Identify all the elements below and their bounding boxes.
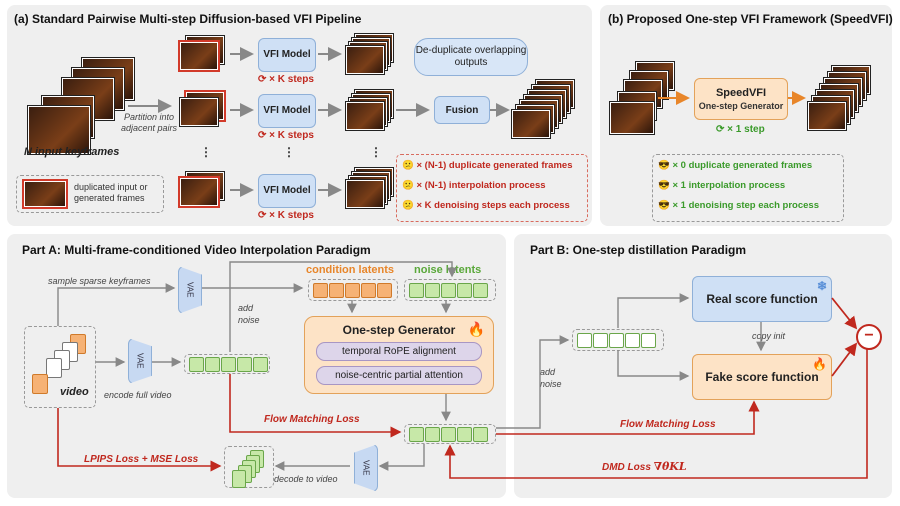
speedvfi-generator: SpeedVFI One-step Generator <box>694 78 788 120</box>
snowflake-icon: ❄ <box>816 279 827 293</box>
vae-decoder: VAE <box>354 444 378 492</box>
flow-matching-loss-a: Flow Matching Loss <box>264 414 360 425</box>
flame-icon-b: 🔥 <box>812 357 827 371</box>
one-step-generator: One-step Generator 🔥 temporal RoPE align… <box>304 316 494 394</box>
legend-frame <box>24 181 66 207</box>
rope-alignment: temporal RoPE alignment <box>316 342 482 361</box>
benefit-2: 😎 × 1 interpolation process <box>658 180 786 191</box>
partition-label: Partition into adjacent pairs <box>120 112 178 133</box>
decoded-video-box <box>224 446 274 488</box>
speedvfi-sub: One-step Generator <box>698 101 784 111</box>
speedvfi-name: SpeedVFI <box>715 87 767 99</box>
part-b-title: Part B: One-step distillation Paradigm <box>530 243 747 257</box>
one-step-label: ⟳ × 1 step <box>716 124 765 135</box>
legend-box <box>16 175 164 213</box>
vae-encoder-top: VAE <box>178 266 202 314</box>
refresh-icon: ⟳ <box>258 130 267 141</box>
benefits-box <box>652 154 844 222</box>
fusion-box: Fusion <box>434 96 490 124</box>
fake-score-function: Fake score function🔥 <box>692 354 832 400</box>
condition-latents-label: condition latents <box>306 264 394 276</box>
panel-a-title: (a) Standard Pairwise Multi-step Diffusi… <box>14 12 362 26</box>
refresh-icon: ⟳ <box>258 210 267 221</box>
benefit-1: 😎 × 0 duplicate generated frames <box>658 160 813 171</box>
vfi-model-1: VFI Model <box>258 38 316 72</box>
lpips-mse-loss: LPIPS Loss + MSE Loss <box>84 454 199 465</box>
part-a-title: Part A: Multi-frame-conditioned Video In… <box>22 243 371 257</box>
issue-2: 😕 × (N-1) interpolation process <box>402 180 546 191</box>
flow-matching-loss-b: Flow Matching Loss <box>620 419 716 430</box>
add-noise-label-a: add noise <box>238 303 260 325</box>
real-score-function: Real score function❄ <box>692 276 832 322</box>
refresh-icon: ⟳ <box>258 74 267 85</box>
issues-box <box>396 154 588 222</box>
video-label: video <box>60 386 89 398</box>
legend-label: duplicated input or generated frames <box>74 182 148 203</box>
issue-1: 😕 × (N-1) duplicate generated frames <box>402 160 573 171</box>
partial-attention: noise-centric partial attention <box>316 366 482 385</box>
k-steps-1: ⟳ × K steps <box>258 74 314 85</box>
vae-encoder-bottom: VAE <box>128 338 152 384</box>
video-box <box>24 326 96 408</box>
encoded-latents <box>184 354 270 374</box>
sample-keyframes-label: sample sparse keyframes <box>48 276 151 286</box>
flame-icon: 🔥 <box>467 321 485 337</box>
vfi-model-2: VFI Model <box>258 94 316 128</box>
decode-label: decode to video <box>274 474 338 484</box>
dedup-callout: De-duplicate overlapping outputs <box>414 38 528 76</box>
copy-init-label: copy init <box>752 331 786 341</box>
refresh-icon: ⟳ <box>716 124 725 135</box>
issue-3: 😕 × K denoising steps each process <box>402 200 570 211</box>
benefit-3: 😎 × 1 denoising step each process <box>658 200 819 211</box>
vfi-model-3: VFI Model <box>258 174 316 208</box>
input-keyframes-label: N input keyframes <box>24 146 120 158</box>
generator-title: One-step Generator <box>342 323 456 337</box>
k-steps-3: ⟳ × K steps <box>258 210 314 221</box>
panel-b-title: (b) Proposed One-step VFI Framework (Spe… <box>608 12 893 26</box>
k-steps-2: ⟳ × K steps <box>258 130 314 141</box>
encode-full-video-label: encode full video <box>104 390 172 400</box>
noise-latents-label: noise latents <box>414 264 482 276</box>
minus-operator: − <box>856 324 882 350</box>
add-noise-label-b: add noise <box>540 367 562 389</box>
dmd-loss: DMD Loss ∇θKL <box>602 460 687 473</box>
